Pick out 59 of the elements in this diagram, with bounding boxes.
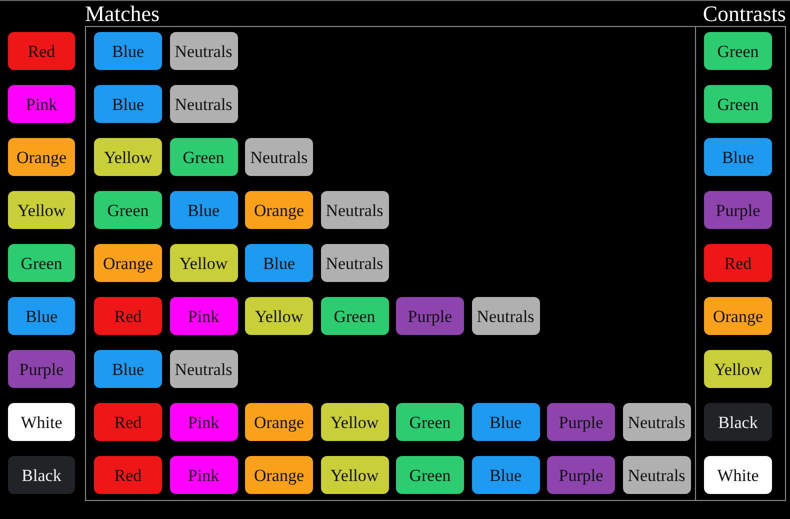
panel-heading: Contrasts xyxy=(702,1,786,26)
color-chip: Purple xyxy=(547,403,615,441)
color-chip: Blue xyxy=(8,297,75,335)
color-chip: Blue xyxy=(94,32,162,70)
color-chip: Orange xyxy=(8,138,75,176)
color-chip: Yellow xyxy=(8,191,75,229)
color-chip: Blue xyxy=(94,350,162,388)
color-chip: Red xyxy=(94,297,162,335)
color-chip: Yellow xyxy=(245,297,313,335)
color-chip: Purple xyxy=(547,456,615,494)
color-chip: Black xyxy=(704,403,772,441)
color-chip: Orange xyxy=(245,456,313,494)
color-chip: Blue xyxy=(472,403,540,441)
color-chip: Pink xyxy=(8,85,75,123)
color-chip: Yellow xyxy=(320,456,388,494)
color-chip: Purple xyxy=(704,191,772,229)
color-chip: Yellow xyxy=(320,403,388,441)
color-chip: Green xyxy=(94,191,162,229)
color-chip: Neutrals xyxy=(245,138,313,176)
color-chip: Yellow xyxy=(704,350,772,388)
color-chip: Pink xyxy=(170,297,238,335)
color-chip: Orange xyxy=(94,244,162,282)
color-chip: Yellow xyxy=(94,138,162,176)
color-chip: Red xyxy=(704,244,772,282)
color-chip: Neutrals xyxy=(320,191,388,229)
color-chip: Red xyxy=(94,403,162,441)
color-chip: Yellow xyxy=(170,244,238,282)
color-chip: Neutrals xyxy=(170,32,238,70)
color-chip: Pink xyxy=(170,456,238,494)
panel-heading: Matches xyxy=(85,1,160,26)
color-chip: Neutrals xyxy=(320,244,388,282)
color-chip: White xyxy=(8,403,75,441)
color-chip: Neutrals xyxy=(472,297,540,335)
color-chip: Blue xyxy=(704,138,772,176)
color-chip: Black xyxy=(8,456,75,494)
color-chip: Green xyxy=(8,244,75,282)
color-chip: Neutrals xyxy=(622,456,690,494)
color-chip: Purple xyxy=(396,297,464,335)
color-chip: Blue xyxy=(472,456,540,494)
color-chip: Green xyxy=(396,403,464,441)
color-chip: Blue xyxy=(245,244,313,282)
color-chip: Green xyxy=(704,32,772,70)
color-chip: Pink xyxy=(170,403,238,441)
color-chip: Neutrals xyxy=(622,403,690,441)
color-chip: Red xyxy=(8,32,75,70)
color-chip: Blue xyxy=(94,85,162,123)
color-chip: Green xyxy=(396,456,464,494)
color-chip: Neutrals xyxy=(170,350,238,388)
color-chip: White xyxy=(704,456,772,494)
color-chip: Green xyxy=(170,138,238,176)
color-chip: Orange xyxy=(245,403,313,441)
color-chip: Neutrals xyxy=(170,85,238,123)
color-chip: Purple xyxy=(8,350,75,388)
color-chip: Orange xyxy=(245,191,313,229)
color-chip: Green xyxy=(704,85,772,123)
color-chip: Orange xyxy=(704,297,772,335)
color-chip: Blue xyxy=(170,191,238,229)
color-chip: Red xyxy=(94,456,162,494)
color-chip: Green xyxy=(320,297,388,335)
